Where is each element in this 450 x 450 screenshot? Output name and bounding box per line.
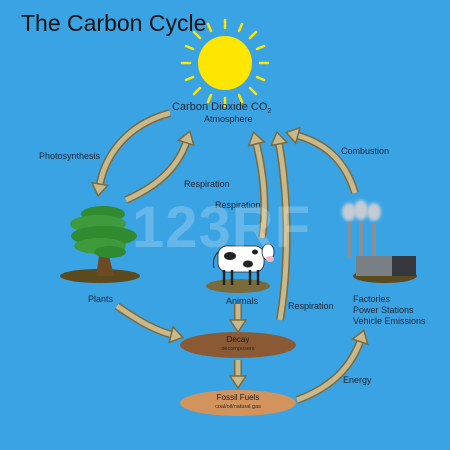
animals-ground xyxy=(206,279,270,293)
combustion-arrow xyxy=(284,126,359,195)
watermark: 123RF xyxy=(132,195,312,260)
respiration-decay-arrow-head xyxy=(269,130,289,147)
respiration-animals-arrow xyxy=(247,130,269,239)
factory-icon xyxy=(342,200,416,276)
plants-to-decay-arrow xyxy=(114,302,185,344)
decay-oval xyxy=(180,332,296,358)
arrows-group xyxy=(90,109,369,404)
fossil-fuels-oval xyxy=(180,390,296,416)
factories-label-line: Factories xyxy=(353,294,391,304)
tree-icon xyxy=(70,206,137,276)
factories-label-line: Power Stations xyxy=(353,305,414,315)
factories-label-line: Vehicle Emissions xyxy=(353,316,426,326)
respiration-animals-label: Respiration xyxy=(215,200,261,210)
decay-to-fossil-arrow xyxy=(228,360,248,390)
decay-label: Decay xyxy=(226,335,250,344)
atmosphere-label-subscript: 2 xyxy=(267,108,272,116)
energy-arrow xyxy=(295,329,369,404)
fossil-fuels-label: Fossil Fuels xyxy=(216,393,260,402)
sun-icon xyxy=(180,18,270,108)
animals-to-decay-arrow xyxy=(228,304,248,334)
photosynthesis-label: Photosynthesis xyxy=(39,151,101,161)
atmosphere-sublabel: Atmosphere xyxy=(204,114,253,124)
decay-to-fossil-arrow-head xyxy=(228,375,248,390)
page-title: The Carbon Cycle xyxy=(21,10,207,36)
respiration-plants-arrow xyxy=(124,130,195,204)
cow-icon xyxy=(213,243,275,285)
animals-to-decay-arrow-head xyxy=(228,319,248,334)
respiration-animals-arrow-head xyxy=(247,130,266,147)
photosynthesis-arrow-head xyxy=(90,181,110,198)
plants-to-decay-arrow-head xyxy=(168,325,185,344)
factories-label: Factories Power Stations Vehicle Emissio… xyxy=(353,294,426,327)
fossil-fuels-sublabel: coal/oil/natural gas xyxy=(215,404,261,410)
plants-label: Plants xyxy=(88,294,114,304)
respiration-plants-arrow-head xyxy=(176,130,195,147)
photosynthesis-arrow xyxy=(90,109,172,198)
energy-arrow-head xyxy=(350,329,369,346)
animals-label: Animals xyxy=(226,296,259,306)
energy-label: Energy xyxy=(343,375,372,385)
decay-sublabel: decomposers xyxy=(221,346,255,352)
combustion-arrow-head xyxy=(284,126,301,145)
combustion-label: Combustion xyxy=(341,146,390,156)
respiration-decay-label: Respiration xyxy=(288,301,334,311)
atmosphere-label-text: Carbon Dioxide CO xyxy=(172,101,268,113)
atmosphere-label: Carbon Dioxide CO2 xyxy=(172,101,271,115)
respiration-plants-label: Respiration xyxy=(184,179,230,189)
respiration-decay-arrow xyxy=(269,130,291,321)
